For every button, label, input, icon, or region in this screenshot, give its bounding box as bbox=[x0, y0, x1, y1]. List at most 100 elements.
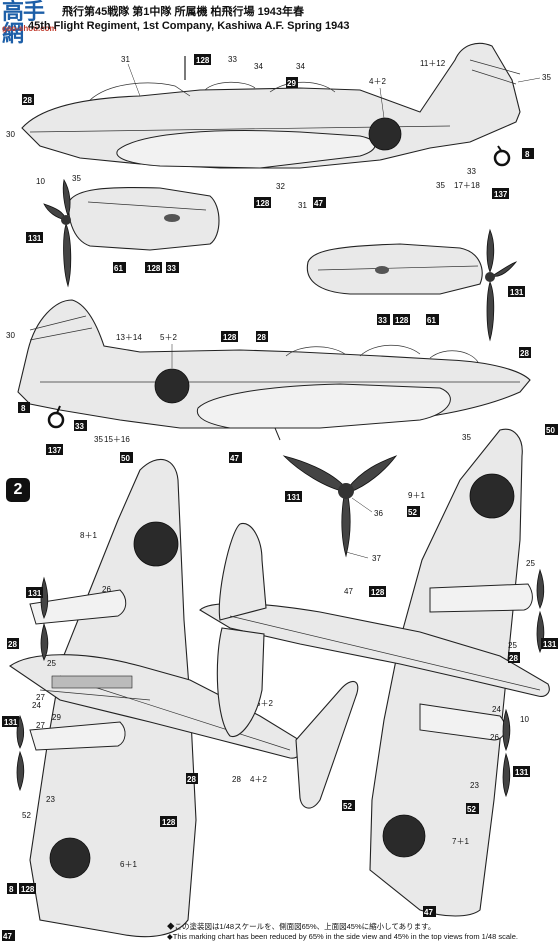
callout-7-1: 7＋1 bbox=[452, 837, 469, 846]
callout-26-upper: 26 bbox=[102, 585, 111, 594]
callout-6-1: 6＋1 bbox=[120, 860, 137, 869]
callout-4-2-top: 4＋2 bbox=[250, 775, 267, 784]
prop-left-lower-blade bbox=[63, 222, 72, 288]
callout-5-2: 5＋2 bbox=[160, 333, 177, 342]
callout-32: 32 bbox=[276, 182, 285, 191]
badge-33-side2: 33 bbox=[75, 422, 84, 431]
side-view-2-canopy-b bbox=[359, 344, 421, 357]
callout-17-18: 17＋18 bbox=[454, 181, 480, 190]
badge-28-top-upper-tail: 28 bbox=[187, 775, 196, 784]
badge-50-side2-right: 50 bbox=[546, 426, 555, 435]
badge-137-side2: 137 bbox=[48, 446, 62, 455]
callout-31: 31 bbox=[121, 55, 130, 64]
top-view-upper-nacelle-1 bbox=[29, 589, 127, 625]
badge-128-detail-right: 128 bbox=[395, 316, 409, 325]
badge-28-side2: 28 bbox=[257, 333, 266, 342]
top-view-upper-canopy bbox=[51, 675, 133, 689]
nacelle-detail-right bbox=[306, 228, 518, 342]
side-view-1-callouts: 31 128 33 34 34 29 4＋2 11＋12 35 28 30 10… bbox=[6, 54, 551, 210]
badge-61-detail-right: 61 bbox=[427, 316, 436, 325]
top-view-lower-tailplane bbox=[218, 523, 267, 621]
badge-8-side1: 8 bbox=[525, 150, 530, 159]
badge-131-top-upper-2: 131 bbox=[4, 718, 18, 727]
callout-36-prop: 36 bbox=[374, 509, 383, 518]
side-view-2-tail-wheel bbox=[47, 411, 65, 429]
badge-8-side2: 8 bbox=[21, 404, 26, 413]
badge-128-detail-left: 128 bbox=[147, 264, 161, 273]
callout-47-lower: 47 bbox=[344, 587, 353, 596]
badge-131-prop: 131 bbox=[287, 493, 301, 502]
side-view-2-canopy-a bbox=[285, 346, 346, 357]
section-number-badge: 2 bbox=[6, 478, 30, 502]
badge-52-lower-top: 52 bbox=[408, 508, 417, 517]
top-view-upper-tailplane bbox=[295, 680, 359, 809]
top-view-upper-surface bbox=[9, 458, 359, 938]
footnote-english: ◆This marking chart has been reduced by … bbox=[167, 932, 518, 941]
callout-23-lower: 23 bbox=[470, 781, 479, 790]
logo-url: gao-shou.com bbox=[2, 24, 57, 33]
callout-8-1: 8＋1 bbox=[80, 531, 97, 540]
callout-25-lower-top: 25 bbox=[526, 559, 535, 568]
callout-27-a: 27 bbox=[36, 693, 45, 702]
callout-24-upper: 24 bbox=[32, 701, 41, 710]
header: 高手網 gao-shou.com 飛行第45戦隊 第1中隊 所属機 柏飛行場 1… bbox=[0, 0, 560, 46]
top-view-upper-nacelle-2 bbox=[29, 721, 126, 751]
badge-33-detail-left: 33 bbox=[167, 264, 176, 273]
logo-glyphs: 高手網 bbox=[2, 0, 45, 47]
callout-34-b: 34 bbox=[296, 62, 305, 71]
side-view-2-canopy-c bbox=[429, 350, 479, 363]
prop-right-upper-blade bbox=[486, 228, 495, 274]
badge-128-side2: 128 bbox=[223, 333, 237, 342]
top-view-lower-hinomaru-2 bbox=[382, 814, 426, 858]
callout-23-upper: 23 bbox=[46, 795, 55, 804]
prop-right-lower-blade bbox=[486, 280, 495, 342]
callout-37-prop: 37 bbox=[372, 554, 381, 563]
badge-128-top-upper-wing: 128 bbox=[21, 885, 35, 894]
callout-5-2-top: 5＋2 bbox=[256, 699, 273, 708]
badge-28-side1: 28 bbox=[23, 96, 32, 105]
badge-52-lower-a: 52 bbox=[343, 802, 352, 811]
callout-35-nose: 35 bbox=[72, 174, 81, 183]
propeller-detail-hub bbox=[338, 483, 354, 499]
badge-33-detail-right: 33 bbox=[378, 316, 387, 325]
badge-47-side2: 47 bbox=[230, 454, 239, 463]
callout-34-a: 34 bbox=[254, 62, 263, 71]
top-view-lower-nacelle-1 bbox=[429, 583, 533, 613]
callout-25-upper: 25 bbox=[47, 659, 56, 668]
nacelle-left-intake bbox=[164, 214, 180, 222]
nacelle-detail-left bbox=[43, 178, 220, 288]
badge-29: 29 bbox=[287, 79, 296, 88]
prop-right-spinner bbox=[485, 272, 495, 282]
nacelle-right-intake bbox=[375, 266, 389, 274]
callout-29-upper: 29 bbox=[52, 713, 61, 722]
badge-47-side1: 47 bbox=[314, 199, 323, 208]
callout-35-side2-belly: 35 bbox=[462, 433, 471, 442]
badge-8-top-upper: 8 bbox=[9, 885, 14, 894]
badge-61-detail-left: 61 bbox=[114, 264, 123, 273]
side-view-1-tail-wheel bbox=[493, 149, 511, 167]
badge-128-top-upper-fuse: 128 bbox=[162, 818, 176, 827]
callout-28-top: 28 bbox=[232, 775, 241, 784]
top-view-upper-hinomaru-2 bbox=[49, 837, 91, 879]
callout-31-lower: 31 bbox=[298, 201, 307, 210]
badge-128-side1: 128 bbox=[256, 199, 270, 208]
callout-26-lower: 26 bbox=[490, 733, 499, 742]
side-view-1-canopy-mid bbox=[204, 81, 256, 91]
callout-35-tail: 35 bbox=[542, 73, 551, 82]
callout-52-upper: 52 bbox=[22, 811, 31, 820]
badge-131-detail-right: 131 bbox=[510, 288, 524, 297]
callout-11-12: 11＋12 bbox=[420, 59, 446, 68]
callout-30-side2: 30 bbox=[6, 331, 15, 340]
title-english: 45th Flight Regiment, 1st Company, Kashi… bbox=[28, 20, 350, 32]
side-view-1-engine-nacelle bbox=[116, 130, 376, 169]
callout-35-side2: 35 bbox=[94, 435, 103, 444]
badge-52-lower-b: 52 bbox=[467, 805, 476, 814]
badge-128-lower: 128 bbox=[371, 588, 385, 597]
badge-131-detail-left: 131 bbox=[28, 234, 42, 243]
side-view-1-canopy-rear bbox=[269, 81, 336, 93]
top-view-lower-surface bbox=[199, 428, 550, 917]
side-view-2-hinomaru bbox=[154, 368, 190, 404]
prop-left-spinner bbox=[61, 215, 71, 225]
callout-10: 10 bbox=[36, 177, 45, 186]
side-view-1-hinomaru bbox=[368, 117, 402, 151]
